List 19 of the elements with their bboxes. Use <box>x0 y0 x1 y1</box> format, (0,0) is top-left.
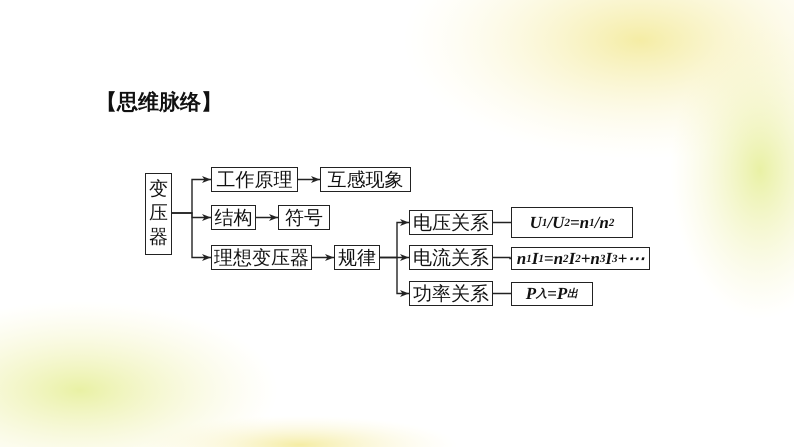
process-box: 电流关系 <box>409 245 493 270</box>
process-box: 结构 <box>211 205 256 230</box>
connector-line <box>493 292 511 294</box>
process-box: 电压关系 <box>409 210 493 235</box>
arrow <box>380 256 409 297</box>
arrow <box>172 212 211 261</box>
process-box: 工作原理 <box>211 167 298 192</box>
process-box: 功率关系 <box>409 281 493 306</box>
heading: 【思维脉络】 <box>96 89 222 116</box>
connector-line <box>493 256 512 260</box>
arrow <box>312 254 334 261</box>
process-box: 变压器 <box>145 173 172 255</box>
process-box: 符号 <box>278 205 330 230</box>
process-box: 规律 <box>334 245 380 270</box>
process-box: 理想变压器 <box>211 245 312 270</box>
arrow <box>298 176 320 183</box>
connector-line <box>493 222 511 224</box>
process-box: 互感现象 <box>320 167 411 192</box>
arrow <box>256 214 278 221</box>
